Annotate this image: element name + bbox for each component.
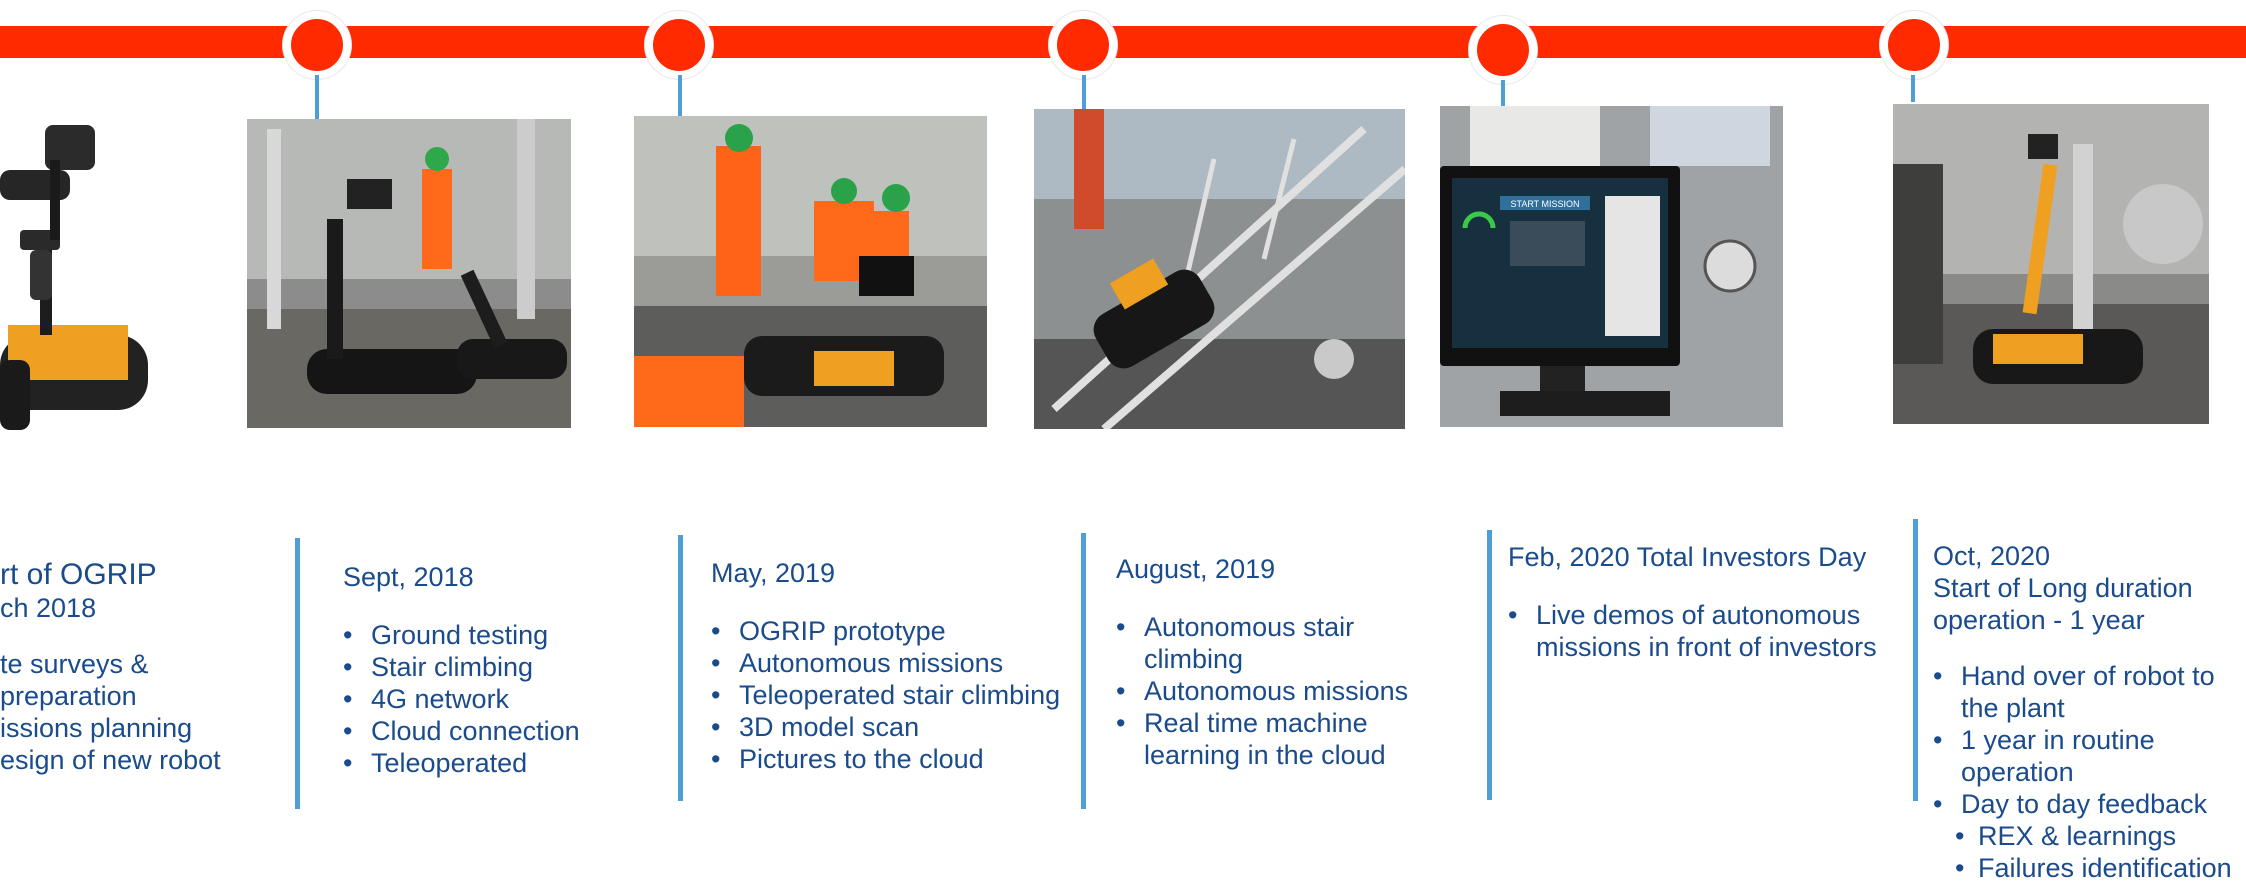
milestone-title: May, 2019: [711, 558, 836, 588]
milestone-item: Teleoperated: [343, 747, 663, 779]
connector: [1501, 80, 1505, 106]
milestone-item: Autonomous missions: [711, 647, 1071, 679]
milestone-sept-2018: Sept, 2018 Ground testing Stair climbing…: [343, 561, 663, 779]
milestone-item: Cloud connection: [343, 715, 663, 747]
milestone-item: esign of new robot: [0, 745, 221, 775]
milestone-item: 1 year in routine operation: [1933, 724, 2246, 788]
milestone-feb-2020: Feb, 2020 Total Investors Day Live demos…: [1508, 541, 1878, 663]
connector: [1082, 75, 1086, 109]
milestone-item: Live demos of autonomous missions in fro…: [1508, 599, 1878, 663]
divider-line: [1913, 519, 1918, 801]
timeline-node-2019-may: [645, 11, 713, 79]
start-mission-label: START MISSION: [1510, 199, 1579, 209]
milestone-item: Real time machine learning in the cloud: [1116, 707, 1416, 771]
milestone-item: OGRIP prototype: [711, 615, 1071, 647]
milestone-item: te surveys & preparation: [0, 649, 149, 711]
milestone-item: Hand over of robot to the plant: [1933, 660, 2246, 724]
timeline-node-2018-sept: [283, 11, 351, 79]
milestone-title: Feb, 2020 Total Investors Day: [1508, 542, 1867, 572]
milestone-title: Sept, 2018: [343, 562, 474, 592]
milestone-item: 3D model scan: [711, 711, 1071, 743]
divider-line: [295, 538, 300, 809]
milestone-item: Autonomous stair climbing: [1116, 611, 1416, 675]
timeline-node-2020-feb: [1469, 16, 1537, 84]
milestone-subtitle: ch 2018: [0, 593, 97, 623]
operators-with-laptop-image: [634, 116, 987, 427]
milestone-title: August, 2019: [1116, 554, 1276, 584]
milestone-item: Ground testing: [343, 619, 663, 651]
milestone-item: issions planning: [0, 713, 193, 743]
milestone-title: Oct, 2020: [1933, 541, 2051, 571]
milestone-item: Day to day feedback: [1933, 788, 2246, 820]
connector: [315, 75, 319, 119]
milestone-item: Autonomous missions: [1116, 675, 1416, 707]
milestone-sub-item: REX & learnings: [1933, 820, 2246, 852]
milestone-item: Pictures to the cloud: [711, 743, 1071, 775]
milestone-may-2019: May, 2019 OGRIP prototype Autonomous mis…: [711, 557, 1071, 775]
robot-ground-testing-image: [247, 119, 571, 428]
milestone-subtitle: Start of Long duration operation - 1 yea…: [1933, 573, 2193, 635]
milestone-start: rt of OGRIP ch 2018 te surveys & prepara…: [0, 558, 285, 776]
connector: [1911, 75, 1915, 102]
milestone-august-2019: August, 2019 Autonomous stair climbing A…: [1116, 553, 1416, 771]
divider-line: [1487, 530, 1492, 800]
milestone-item: Teleoperated stair climbing: [711, 679, 1071, 711]
milestone-title: rt of OGRIP: [0, 558, 157, 591]
robot-on-stairs-image: [1034, 109, 1405, 429]
connector: [678, 75, 682, 116]
milestone-oct-2020: Oct, 2020 Start of Long duration operati…: [1933, 540, 2246, 884]
milestone-sub-item: Failures identification: [1933, 852, 2246, 884]
timeline-bar: [0, 26, 2246, 58]
monitor-start-mission-image: START MISSION: [1440, 106, 1783, 427]
milestone-item: 4G network: [343, 683, 663, 715]
divider-line: [1081, 533, 1086, 809]
milestone-item: Stair climbing: [343, 651, 663, 683]
timeline-node-2020-oct: [1880, 11, 1948, 79]
robot-render-image: [0, 110, 160, 430]
timeline-node-2019-august: [1049, 11, 1117, 79]
robot-in-plant-image: [1893, 104, 2209, 424]
divider-line: [678, 535, 683, 801]
